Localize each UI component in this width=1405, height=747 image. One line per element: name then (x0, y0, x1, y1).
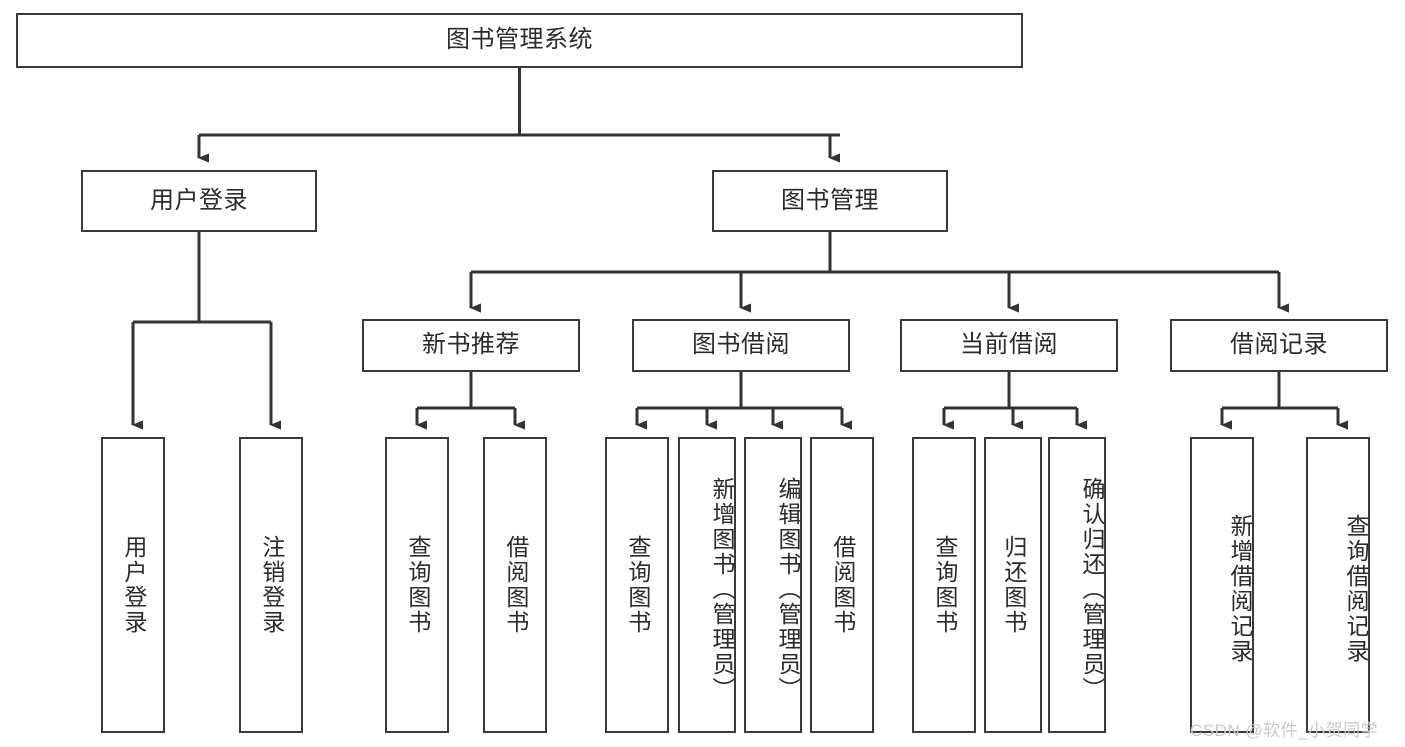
node-leaf-8[interactable]: 查询图书 (912, 437, 976, 733)
csdn-watermark: CSDN @软件_小贺同学 (1190, 721, 1379, 740)
node-root[interactable]: 图书管理系统 (16, 13, 1023, 68)
node-label: 图书管理 (781, 186, 879, 214)
node-label: 确认归还（管理员） (1079, 476, 1105, 702)
node-label: 借阅图书 (829, 535, 856, 635)
node-label: 新增图书（管理员） (709, 476, 735, 702)
node-label: 归还图书 (1000, 535, 1027, 635)
node-label: 借阅图书 (502, 535, 529, 635)
node-level3-3[interactable]: 借阅记录 (1170, 319, 1388, 372)
node-level2-0[interactable]: 用户登录 (81, 170, 317, 232)
node-label: 注销登录 (258, 535, 285, 635)
node-label: 图书借阅 (692, 331, 790, 359)
node-leaf-11[interactable]: 新增借阅记录 (1190, 437, 1254, 733)
node-label: 新增借阅记录 (1227, 514, 1253, 664)
node-leaf-4[interactable]: 查询图书 (605, 437, 669, 733)
node-leaf-10[interactable]: 确认归还（管理员） (1048, 437, 1106, 733)
node-label: 查询图书 (931, 535, 958, 635)
node-leaf-2[interactable]: 查询图书 (385, 437, 449, 733)
node-label: 查询图书 (404, 535, 431, 635)
node-label: 查询图书 (624, 535, 651, 635)
node-label: 新书推荐 (422, 331, 520, 359)
node-label: 查询借阅记录 (1343, 514, 1369, 664)
node-leaf-0[interactable]: 用户登录 (101, 437, 165, 733)
node-label: 借阅记录 (1230, 331, 1328, 359)
node-level2-1[interactable]: 图书管理 (712, 170, 948, 232)
node-label: 图书管理系统 (446, 26, 593, 54)
node-label: 当前借阅 (960, 331, 1058, 359)
node-level3-0[interactable]: 新书推荐 (362, 319, 580, 372)
node-label: 编辑图书（管理员） (775, 476, 801, 702)
node-leaf-7[interactable]: 借阅图书 (810, 437, 874, 733)
node-level3-2[interactable]: 当前借阅 (900, 319, 1118, 372)
node-leaf-5[interactable]: 新增图书（管理员） (678, 437, 736, 733)
node-label: 用户登录 (150, 186, 248, 214)
node-leaf-12[interactable]: 查询借阅记录 (1306, 437, 1370, 733)
node-level3-1[interactable]: 图书借阅 (632, 319, 850, 372)
node-label: 用户登录 (120, 535, 147, 635)
node-leaf-1[interactable]: 注销登录 (239, 437, 303, 733)
node-leaf-6[interactable]: 编辑图书（管理员） (744, 437, 802, 733)
node-leaf-3[interactable]: 借阅图书 (483, 437, 547, 733)
node-leaf-9[interactable]: 归还图书 (984, 437, 1042, 733)
